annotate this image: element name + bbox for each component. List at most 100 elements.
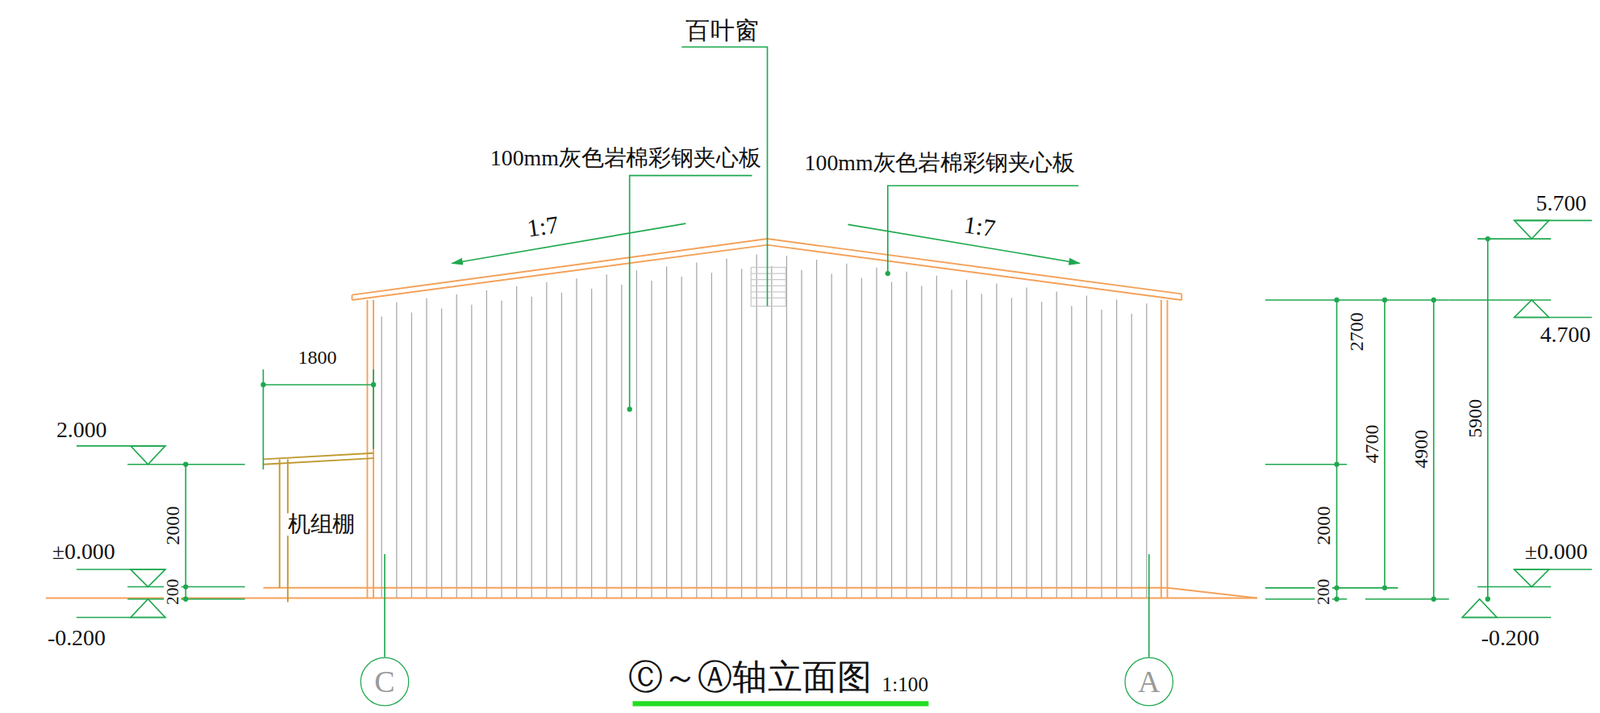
panel-seam	[936, 275, 938, 599]
tick-dot	[1485, 596, 1491, 602]
panel-seam	[845, 263, 847, 599]
dimension-text: 2000	[162, 504, 183, 546]
elevation-level: ±0.000	[51, 541, 117, 564]
unit-shed	[262, 453, 374, 603]
level-mark	[1514, 220, 1550, 239]
panel-seam	[516, 286, 517, 598]
tick-dot	[1382, 297, 1388, 303]
level-mark	[1462, 599, 1497, 618]
tick-dot	[1333, 462, 1339, 467]
panel-seam	[650, 280, 652, 598]
panel-seam	[995, 283, 997, 599]
tick-dot	[1333, 297, 1339, 303]
panel-seam	[695, 262, 697, 598]
tick-dot	[1485, 236, 1491, 242]
louver-blade	[750, 297, 786, 299]
panel-seam	[575, 278, 577, 598]
panel-seam	[1056, 291, 1058, 599]
shed-roof	[262, 453, 374, 460]
panel-seam	[470, 304, 472, 599]
slope-ratio: 1:7	[961, 212, 998, 242]
elevation-level: 2.000	[55, 418, 109, 442]
shed-label: 机组棚	[287, 512, 357, 536]
dimension-text: 2700	[1346, 311, 1367, 353]
ramp-line	[1167, 587, 1258, 599]
wall-line	[1166, 300, 1169, 598]
panel-seam	[950, 289, 952, 598]
panel-seam	[620, 284, 622, 599]
dimension-text: 1800	[296, 347, 338, 367]
panel-seam	[591, 288, 592, 599]
dimension-line	[1383, 300, 1386, 588]
tick-dot	[1382, 585, 1388, 591]
panel-seam	[456, 294, 458, 599]
panel-seam	[861, 278, 863, 599]
leader-dot	[885, 270, 891, 276]
extension-line	[372, 369, 375, 450]
elevation-level: 4.700	[1538, 323, 1592, 346]
leader-line	[887, 185, 1080, 274]
level-line	[1449, 299, 1552, 301]
leader-line	[681, 46, 767, 306]
axis-bubble: A	[1124, 657, 1174, 707]
panel-seam	[906, 271, 908, 599]
louver-blade	[750, 279, 786, 280]
dimension-text: 4900	[1410, 428, 1430, 470]
panel-seam	[891, 281, 892, 598]
panel-seam	[381, 316, 383, 598]
wall-line	[1160, 300, 1163, 598]
panel-seam	[395, 302, 397, 599]
drawing-title: Ⓒ～Ⓐ轴立面图	[627, 660, 873, 696]
floor-line	[262, 587, 1167, 589]
material-label: 100mm灰色岩棉彩钢夹心板	[489, 146, 763, 170]
panel-seam	[681, 276, 683, 598]
level-mark	[130, 599, 166, 618]
panel-seam	[666, 266, 667, 598]
scale-text: 1:100	[880, 673, 930, 694]
panel-seam	[606, 274, 608, 598]
panel-seam	[800, 270, 802, 599]
dimension-text: 4700	[1362, 423, 1382, 465]
panel-seam	[486, 290, 488, 598]
louver-blade	[750, 285, 786, 287]
panel-seam	[1070, 305, 1072, 598]
dimension-text: 200	[1314, 577, 1333, 606]
ground-line	[45, 597, 1258, 600]
panel-seam	[531, 296, 533, 599]
dimension-text: 200	[163, 577, 182, 606]
tick-dot	[183, 596, 188, 602]
level-mark	[1514, 300, 1550, 318]
panel-seam	[1100, 309, 1102, 598]
tick-dot	[183, 583, 188, 589]
tick-dot	[1333, 596, 1339, 602]
dimension-line	[1336, 300, 1338, 600]
axis-letter: A	[1137, 666, 1160, 697]
panel-seam	[1011, 297, 1013, 598]
tick-dot	[183, 462, 188, 467]
panel-seam	[770, 266, 772, 599]
extension-line	[1365, 598, 1450, 600]
dimension-line	[1487, 238, 1489, 600]
level-mark	[1514, 569, 1550, 588]
panel-seam	[1116, 299, 1117, 598]
title-underline	[632, 700, 929, 706]
panel-seam	[741, 268, 742, 598]
louver-frame	[750, 267, 786, 307]
tick-dot	[1431, 596, 1437, 602]
axis-line	[383, 554, 386, 658]
panel-seam	[500, 300, 502, 599]
level-mark	[130, 445, 166, 465]
panel-seam	[411, 312, 413, 599]
dimension-text: 5900	[1464, 397, 1484, 439]
panel-lines	[381, 254, 1147, 599]
elevation-level: -0.200	[1479, 626, 1540, 650]
dimension-line	[262, 383, 374, 386]
tick-dot	[370, 382, 376, 388]
elevation-level: ±0.000	[1523, 541, 1588, 564]
shed-post	[279, 458, 281, 588]
panel-seam	[561, 292, 563, 599]
dimension-line	[1433, 300, 1435, 600]
eave-end	[351, 295, 354, 300]
axis-line	[1148, 554, 1150, 658]
